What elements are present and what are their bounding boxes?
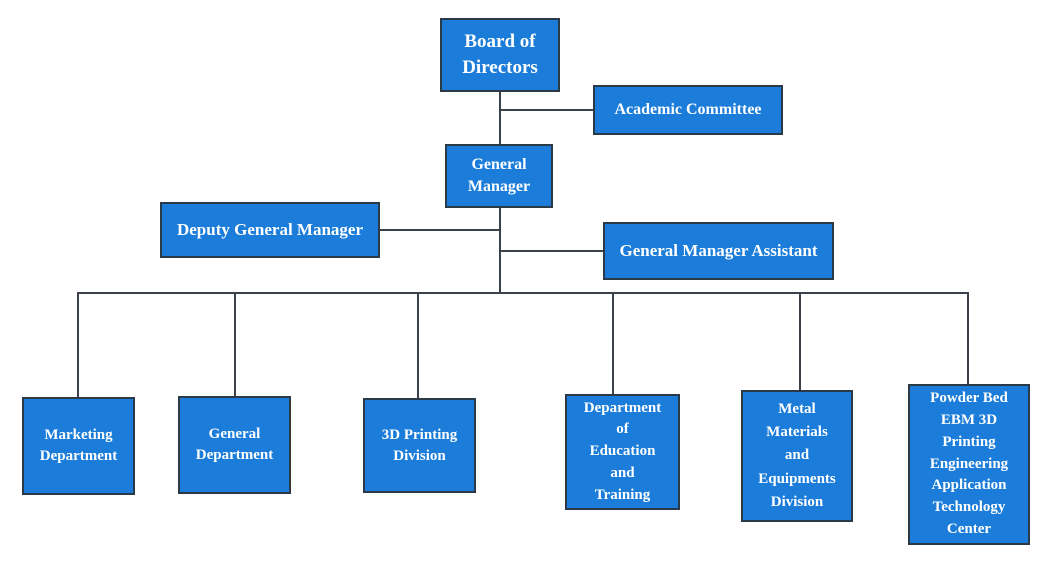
connector-drop-3d-printing xyxy=(417,292,419,398)
node-board-of-directors: Board of Directors xyxy=(440,18,560,92)
node-deputy-general-manager: Deputy General Manager xyxy=(160,202,380,258)
connector-board-to-academic-horizontal xyxy=(500,109,593,111)
node-marketing-department: Marketing Department xyxy=(22,397,135,495)
node-metal-materials-and-equipments-division: Metal Materials and Equipments Division xyxy=(741,390,853,522)
node-label: General Manager xyxy=(467,155,531,195)
connector-drop-marketing xyxy=(77,292,79,397)
node-label: Marketing Department xyxy=(39,427,118,464)
connector-drop-metal xyxy=(799,292,801,390)
node-label: Metal Materials and Equipments Division xyxy=(758,400,836,510)
connector-children-horizontal xyxy=(78,292,968,294)
node-label: Department of Education and Training xyxy=(583,399,662,503)
node-general-department: General Department xyxy=(178,396,291,494)
node-label: Academic Committee xyxy=(614,100,762,118)
connector-gm-trunk-vertical xyxy=(499,208,501,294)
connector-drop-education xyxy=(612,292,614,394)
node-powder-bed-ebm-3d-printing-center: Powder Bed EBM 3D Printing Engineering A… xyxy=(908,384,1030,545)
connector-drop-general-department xyxy=(234,292,236,396)
connector-gm-to-deputy-horizontal xyxy=(380,229,500,231)
node-3d-printing-division: 3D Printing Division xyxy=(363,398,476,493)
connector-drop-powder-bed xyxy=(967,292,969,384)
node-label: Board of Directors xyxy=(462,31,538,78)
connector-board-to-gm-vertical xyxy=(499,92,501,144)
connector-gm-to-assistant-horizontal xyxy=(501,250,603,252)
node-label: General Department xyxy=(195,426,274,463)
node-label: General Manager Assistant xyxy=(619,241,818,261)
node-general-manager-assistant: General Manager Assistant xyxy=(603,222,834,280)
node-label: Powder Bed EBM 3D Printing Engineering A… xyxy=(929,390,1009,537)
node-label: Deputy General Manager xyxy=(176,220,364,240)
node-general-manager: General Manager xyxy=(445,144,553,208)
node-label: 3D Printing Division xyxy=(381,426,458,464)
node-department-of-education-and-training: Department of Education and Training xyxy=(565,394,680,510)
node-academic-committee: Academic Committee xyxy=(593,85,783,135)
